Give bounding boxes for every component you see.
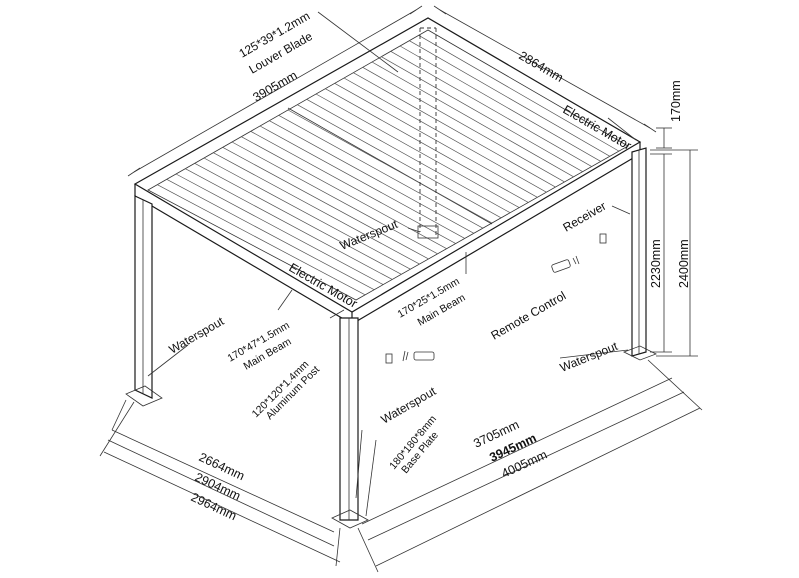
receiver-box-icon [599, 233, 607, 244]
louver-slat [241, 136, 447, 249]
waterspout-left-label: Waterspout [167, 314, 227, 357]
louver-slats [157, 35, 620, 296]
louver-slat [353, 72, 556, 188]
dim-height-outer: 2400mm [677, 239, 691, 288]
louver-slat [418, 35, 620, 152]
louver-slat [213, 152, 420, 265]
dimension-lines [99, 5, 703, 573]
louver-slat [194, 163, 402, 275]
hidden-center-post [417, 27, 439, 239]
louver-slat [278, 115, 484, 229]
louver-slat [175, 173, 384, 285]
louver-slat [203, 157, 411, 270]
dim-top-width: 2864mm [517, 48, 566, 84]
louver-slat [297, 104, 502, 219]
louver-slat [157, 184, 366, 296]
dim-height-inner: 2230mm [649, 239, 663, 288]
electric-motor-right-label: Electric Motor [561, 102, 634, 152]
louver-slat [222, 147, 429, 260]
receiver-box-left-icon [385, 353, 393, 364]
waterspout-top-label: Waterspout [338, 217, 400, 253]
electric-motor-left-label: Electric Motor [287, 260, 360, 310]
devices [385, 233, 607, 364]
dim-top-height: 170mm [669, 80, 683, 122]
louver-slat [409, 40, 611, 157]
base-plates [125, 345, 657, 529]
louver-slat [325, 88, 529, 203]
louver-slat [185, 168, 393, 280]
remote-control-label: Remote Control [489, 288, 569, 342]
leader-lines [147, 11, 637, 517]
louver-slat [269, 120, 475, 234]
louver-slat [287, 109, 493, 224]
louver-slat [343, 77, 547, 193]
louver-slat [166, 179, 375, 291]
posts [134, 147, 647, 521]
louver-slat [306, 99, 511, 214]
remote-control-left-icon [413, 351, 435, 361]
louver-slat [399, 45, 601, 162]
louver-slat [371, 61, 574, 178]
louver-slat [250, 131, 456, 244]
louver-slat [390, 51, 592, 167]
louver-slat [259, 125, 465, 239]
remote-control-icon [551, 259, 571, 273]
louver-slat [315, 93, 520, 208]
receiver-label: Receiver [561, 199, 609, 235]
louver-slat [362, 67, 565, 183]
louver-slat [381, 56, 583, 172]
louver-slat [231, 141, 438, 255]
